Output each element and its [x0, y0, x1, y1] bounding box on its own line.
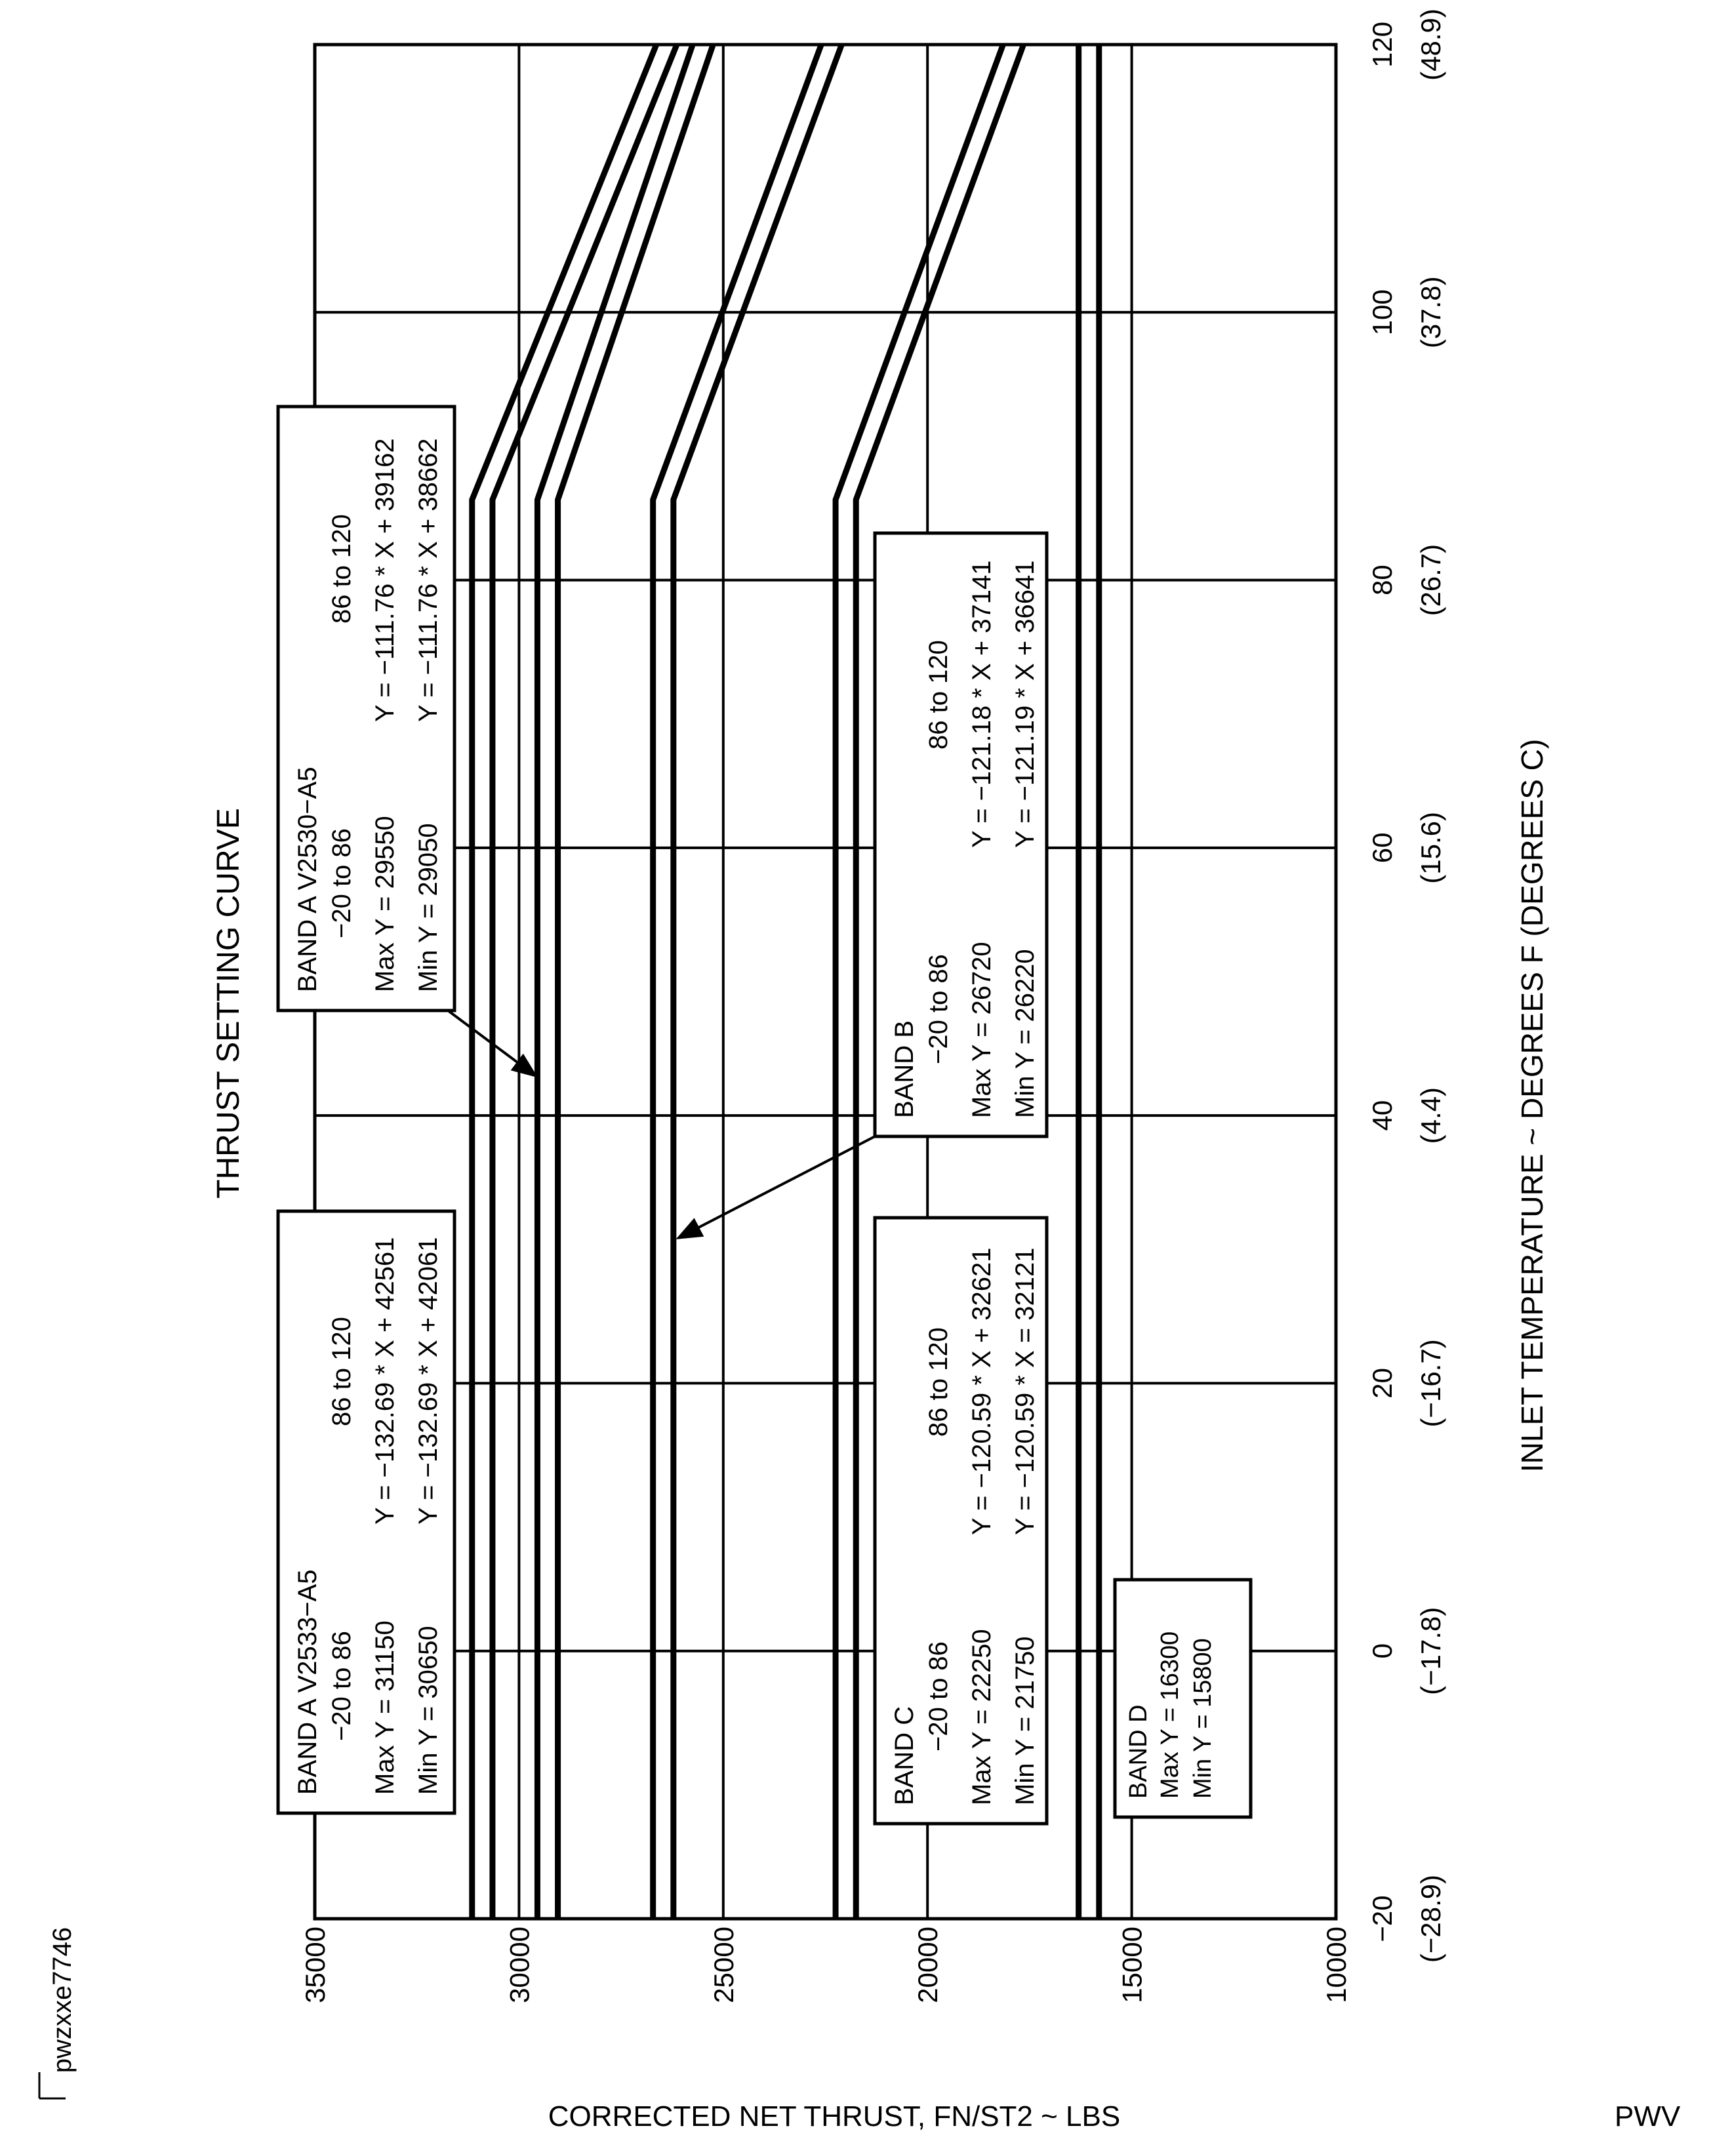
annotation-line: Max Y = 26720 [967, 942, 996, 1118]
thrust-tick-label: 35000 [300, 1927, 331, 2003]
temp-f-tick-label: 20 [1367, 1368, 1398, 1399]
annotation-equation: Y = −132.69 * X + 42561 [371, 1237, 399, 1525]
annotation-equation: Y = −111.76 * X + 39162 [371, 438, 399, 722]
series-line [650, 43, 824, 1919]
figure-id-corner-mark [38, 2072, 66, 2100]
annotation-equation: Y = −120.59 * X = 32121 [1011, 1247, 1040, 1535]
annotation-equation: 86 to 120 [924, 1327, 953, 1437]
annotation-line: Max Y = 29550 [371, 816, 399, 992]
thrust-tick-label: 10000 [1321, 1927, 1352, 2003]
annotation-line: BAND A V2530−A5 [293, 767, 322, 992]
series-line [832, 43, 1006, 1919]
temp-f-tick-label: 0 [1367, 1643, 1398, 1658]
series-line [555, 43, 716, 1919]
temp-c-tick-label: (−16.7) [1415, 1339, 1446, 1427]
annotation-line: BAND C [890, 1706, 919, 1805]
annotation-equation: 86 to 120 [924, 640, 953, 750]
curves [469, 43, 1102, 1919]
annotation-line: BAND B [890, 1020, 919, 1118]
annotation-line: BAND A V2533−A5 [293, 1569, 322, 1795]
annotation-line: Min Y = 30650 [414, 1626, 443, 1795]
annotation-equation: 86 to 120 [327, 1317, 356, 1426]
series-line [853, 43, 1026, 1919]
series-line [534, 43, 696, 1919]
annotation-equation: Y = −111.76 * X + 38662 [414, 438, 443, 722]
arrow-v2530 [447, 1009, 538, 1078]
tick-labels: 35000 30000 25000 20000 15000 10000 −20 (−28.9)… [300, 9, 1446, 2003]
x-axis-label: INLET TEMPERATURE ~ DEGREES F (DEGREES C… [1515, 739, 1549, 1472]
temp-f-tick-label: 60 [1367, 832, 1398, 863]
temp-c-tick-label: (15.6) [1415, 812, 1446, 884]
series-line [469, 43, 659, 1919]
annotation-line: −20 to 86 [327, 828, 356, 938]
temp-c-tick-label: (−17.8) [1415, 1607, 1446, 1695]
annotation-box-v2530 [276, 405, 456, 1012]
annotation-line: Min Y = 29050 [414, 823, 443, 992]
annotation-equation: Y = −132.69 * X + 42061 [414, 1237, 443, 1525]
annotation-line: −20 to 86 [924, 954, 953, 1064]
annotation-box-bandc [873, 1216, 1049, 1826]
temp-c-tick-label: (−28.9) [1415, 1875, 1446, 1963]
annotation-line: BAND D [1125, 1704, 1152, 1799]
series-line [489, 43, 680, 1919]
temp-f-tick-label: 100 [1367, 289, 1398, 335]
footer-code: PWV [1615, 2100, 1681, 2133]
temp-f-tick-label: 40 [1367, 1100, 1398, 1131]
annotation-line: −20 to 86 [327, 1631, 356, 1741]
temp-f-tick-label: 120 [1367, 22, 1398, 68]
annotation-equation: Y = −121.19 * X + 36641 [1011, 560, 1040, 848]
temp-c-tick-label: (26.7) [1415, 544, 1446, 616]
annotation-box-v2533 [276, 1209, 456, 1815]
arrow-band-b [676, 1135, 876, 1239]
thrust-tick-label: 15000 [1117, 1927, 1148, 2003]
thrust-tick-label: 25000 [708, 1927, 739, 2003]
y-axis-label: CORRECTED NET THRUST, FN/ST2 ~ LBS [548, 2100, 1120, 2133]
annotation-equation: 86 to 120 [327, 514, 356, 624]
figure-id: pwzxxe7746 [48, 1927, 77, 2073]
thrust-tick-label: 30000 [504, 1927, 535, 2003]
annotation-line: Max Y = 16300 [1156, 1632, 1184, 1799]
temp-f-tick-label: 80 [1367, 565, 1398, 595]
thrust-tick-label: 20000 [912, 1927, 943, 2003]
annotation-box-bandd [1113, 1578, 1253, 1819]
chart-title: THRUST SETTING CURVE [211, 808, 246, 1199]
temp-f-tick-label: −20 [1367, 1895, 1398, 1942]
series-line [670, 43, 845, 1919]
temp-c-tick-label: (4.4) [1415, 1087, 1446, 1144]
annotation-line: Min Y = 15800 [1189, 1638, 1217, 1799]
annotation-line: Min Y = 26220 [1011, 949, 1040, 1118]
arrows [447, 1009, 876, 1239]
annotation-line: Max Y = 31150 [371, 1620, 399, 1795]
annotation-equation: Y = −121.18 * X + 37141 [967, 560, 996, 848]
temp-c-tick-label: (48.9) [1415, 9, 1446, 81]
temp-c-tick-label: (37.8) [1415, 276, 1446, 348]
annotation-equation: Y = −120.59 * X + 32621 [967, 1247, 996, 1535]
annotation-line: −20 to 86 [924, 1641, 953, 1752]
annotation-line: Min Y = 21750 [1011, 1636, 1040, 1805]
annotation-line: Max Y = 22250 [967, 1629, 996, 1805]
annotation-box-bandb [873, 531, 1049, 1138]
